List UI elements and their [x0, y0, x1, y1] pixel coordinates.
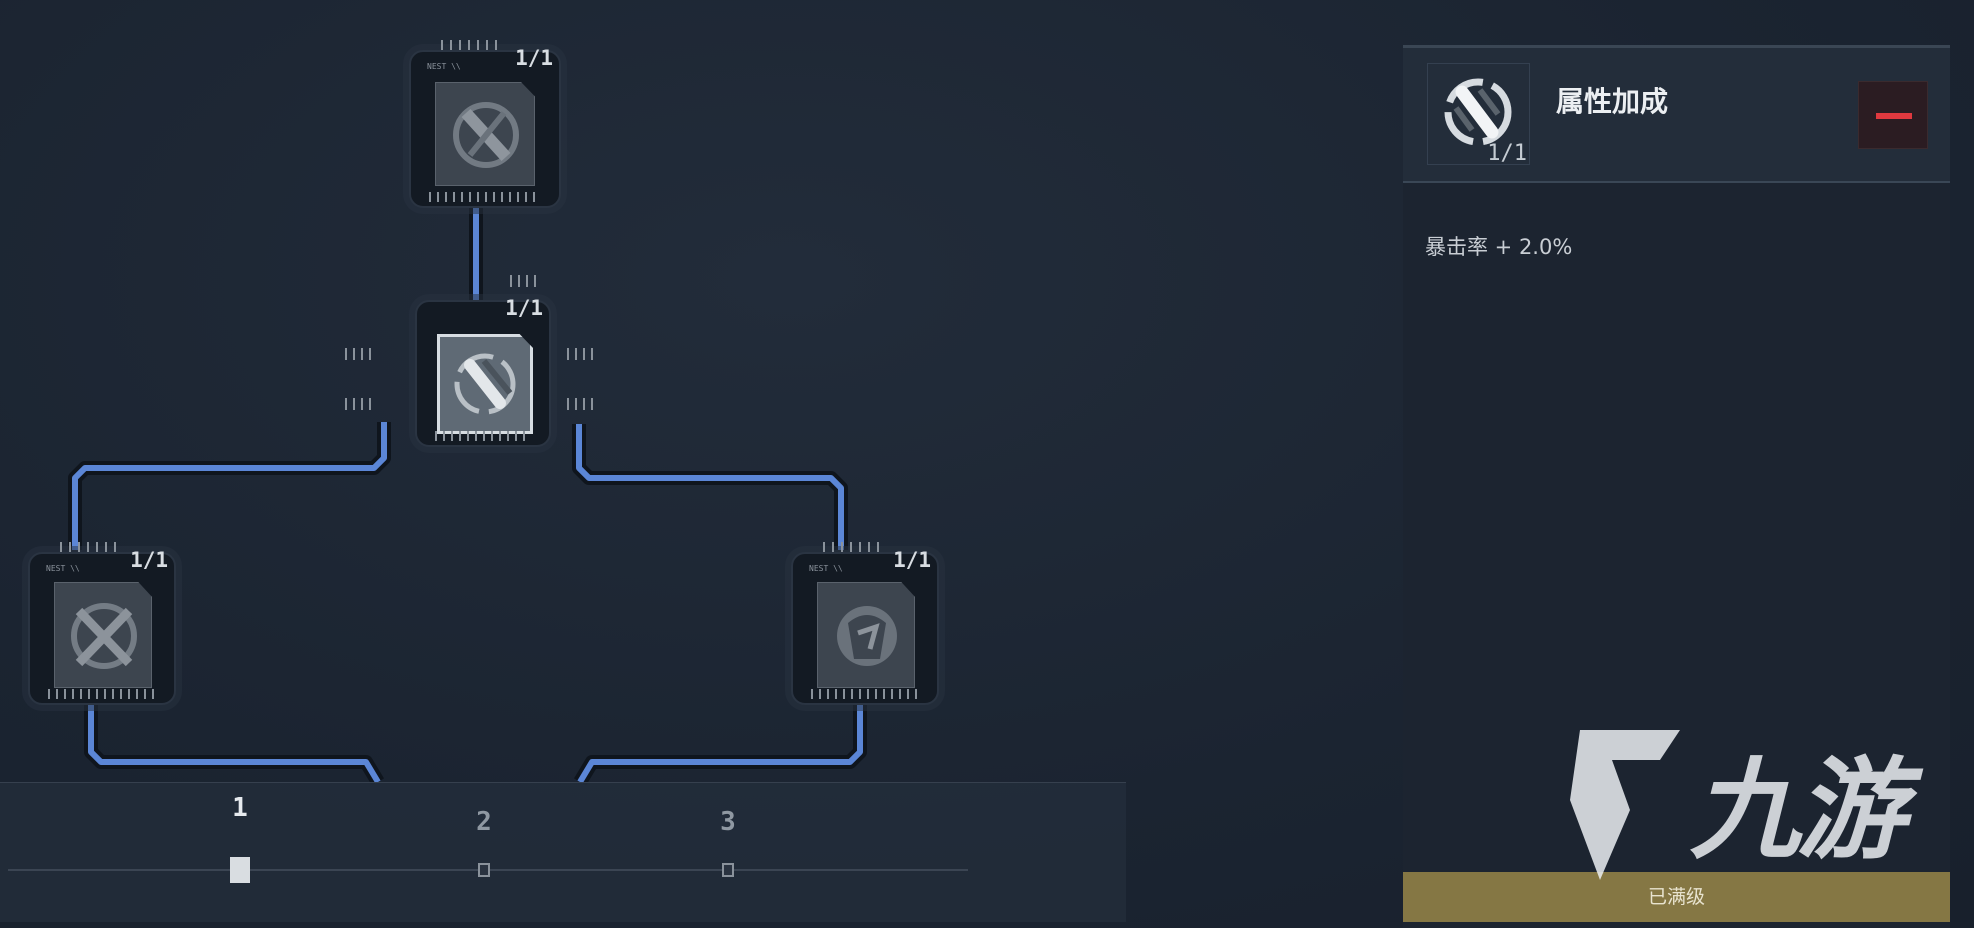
skill-node-right[interactable]: 1/1 NEST \\	[791, 542, 939, 705]
node-level: 1/1	[515, 46, 553, 70]
circuit-pins	[567, 398, 597, 410]
node-pins	[60, 542, 120, 552]
tier-selector: 1 2 3	[0, 782, 1126, 922]
panel-skill-level: 1/1	[1487, 141, 1527, 166]
panel-skill-icon: 1/1	[1427, 63, 1530, 166]
armor-icon	[837, 606, 897, 666]
circuit-pins	[567, 348, 597, 360]
minus-icon	[1876, 113, 1912, 119]
node-level: 1/1	[130, 548, 168, 572]
link-right-down	[577, 705, 863, 784]
stat-bonus: 暴击率 + 2.0%	[1425, 235, 1573, 259]
panel-header: 1/1 属性加成	[1403, 48, 1950, 183]
node-level: 1/1	[505, 296, 543, 320]
tier-knob-1[interactable]	[230, 857, 250, 883]
bullet-reload-icon	[1444, 78, 1512, 146]
detail-panel: 1/1 属性加成 暴击率 + 2.0% 已满级	[1403, 45, 1950, 928]
skill-node-middle[interactable]: 1/1	[415, 296, 551, 447]
max-level-button[interactable]: 已满级	[1403, 872, 1950, 922]
circuit-pins	[345, 398, 375, 410]
node-pins	[429, 192, 541, 202]
bullet-swords-icon	[453, 102, 519, 168]
link-middle-right	[576, 424, 844, 550]
skill-node-left[interactable]: 1/1 NEST \\	[28, 542, 176, 705]
circuit-pins	[510, 275, 540, 287]
crossed-knives-icon	[71, 603, 137, 669]
node-pins	[441, 40, 501, 50]
panel-title: 属性加成	[1556, 85, 1669, 118]
node-pins	[811, 689, 919, 699]
tier-tab-3[interactable]: 3	[720, 807, 736, 837]
node-level: 1/1	[893, 548, 931, 572]
watermark: 九游	[1690, 746, 1906, 874]
skill-node-top[interactable]: 1/1 NEST \\	[409, 40, 561, 208]
path-lines	[72, 208, 863, 784]
watermark-logo-icon	[1570, 730, 1680, 880]
node-tag: NEST \\	[46, 564, 80, 573]
tier-knob-2[interactable]	[478, 863, 490, 877]
node-pins	[48, 689, 156, 699]
node-tag: NEST \\	[809, 564, 843, 573]
link-left-down	[88, 705, 381, 784]
node-pins	[435, 431, 531, 441]
downgrade-button[interactable]	[1858, 81, 1928, 149]
circuit-pins	[345, 348, 375, 360]
node-tag: NEST \\	[427, 62, 461, 71]
node-pins	[823, 542, 883, 552]
link-middle-left	[72, 422, 387, 550]
tier-knob-3[interactable]	[722, 863, 734, 877]
tier-tab-2[interactable]: 2	[476, 807, 492, 837]
bullet-reload-icon	[454, 353, 516, 415]
tier-tab-1[interactable]: 1	[232, 793, 248, 823]
